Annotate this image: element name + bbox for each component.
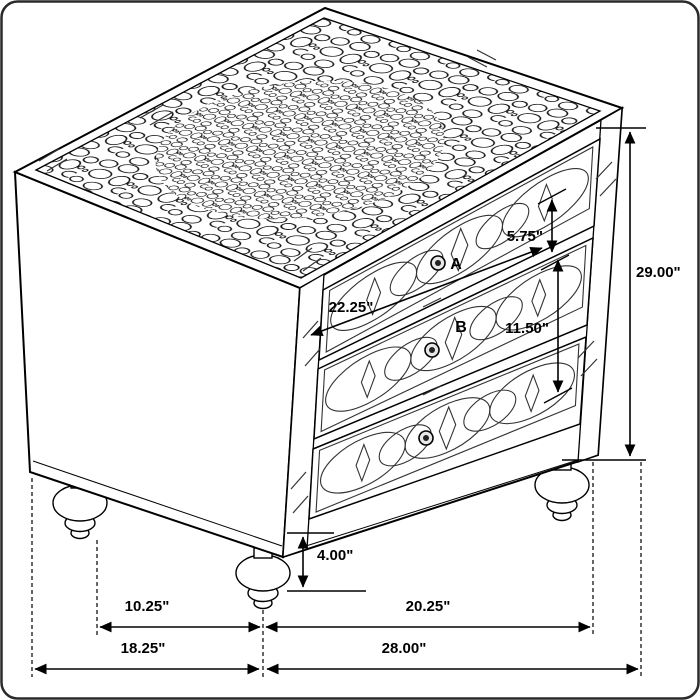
leg-front-center (235, 547, 291, 610)
drawer-3-knob-icon (418, 430, 434, 446)
dim-drawer-width-label: 22.25" (329, 299, 374, 316)
dim-base-depth-label: 10.25" (125, 598, 170, 615)
tabletop-pattern-dense-center (155, 80, 445, 220)
front-base-trim-line (305, 459, 579, 547)
drawer-1-knob-icon (430, 255, 446, 271)
dim-drawer-width: 22.25" (310, 246, 543, 337)
dim-leg-height: 4.00" (287, 532, 366, 592)
dim-base-width: 20.25" (265, 598, 591, 633)
drawer-2-knob-icon (424, 342, 440, 358)
dim-top-drawer-height: 5.75" (507, 188, 570, 271)
dim-overall-width-label: 28.00" (382, 640, 427, 657)
dim-overall-depth-label: 18.25" (121, 640, 166, 657)
dim-base-depth: 10.25" (99, 598, 261, 633)
callout-a: A (450, 256, 462, 273)
dim-overall-width: 28.00" (266, 640, 639, 675)
dim-lower-drawer-height-label: 11.50" (505, 320, 549, 337)
dim-base-width-label: 20.25" (406, 598, 451, 615)
callout-b: B (455, 319, 467, 336)
extension-lines (31, 462, 642, 677)
side-base-trim-line (32, 460, 283, 547)
dim-leg-height-label: 4.00" (317, 547, 353, 564)
dim-overall-height: 29.00" (562, 127, 681, 461)
leg-front-right (534, 459, 590, 522)
dim-overall-height-label: 29.00" (636, 264, 681, 281)
dim-top-drawer-height-label: 5.75" (507, 228, 543, 245)
drawer-3 (308, 335, 587, 521)
dim-overall-depth: 18.25" (34, 640, 260, 675)
